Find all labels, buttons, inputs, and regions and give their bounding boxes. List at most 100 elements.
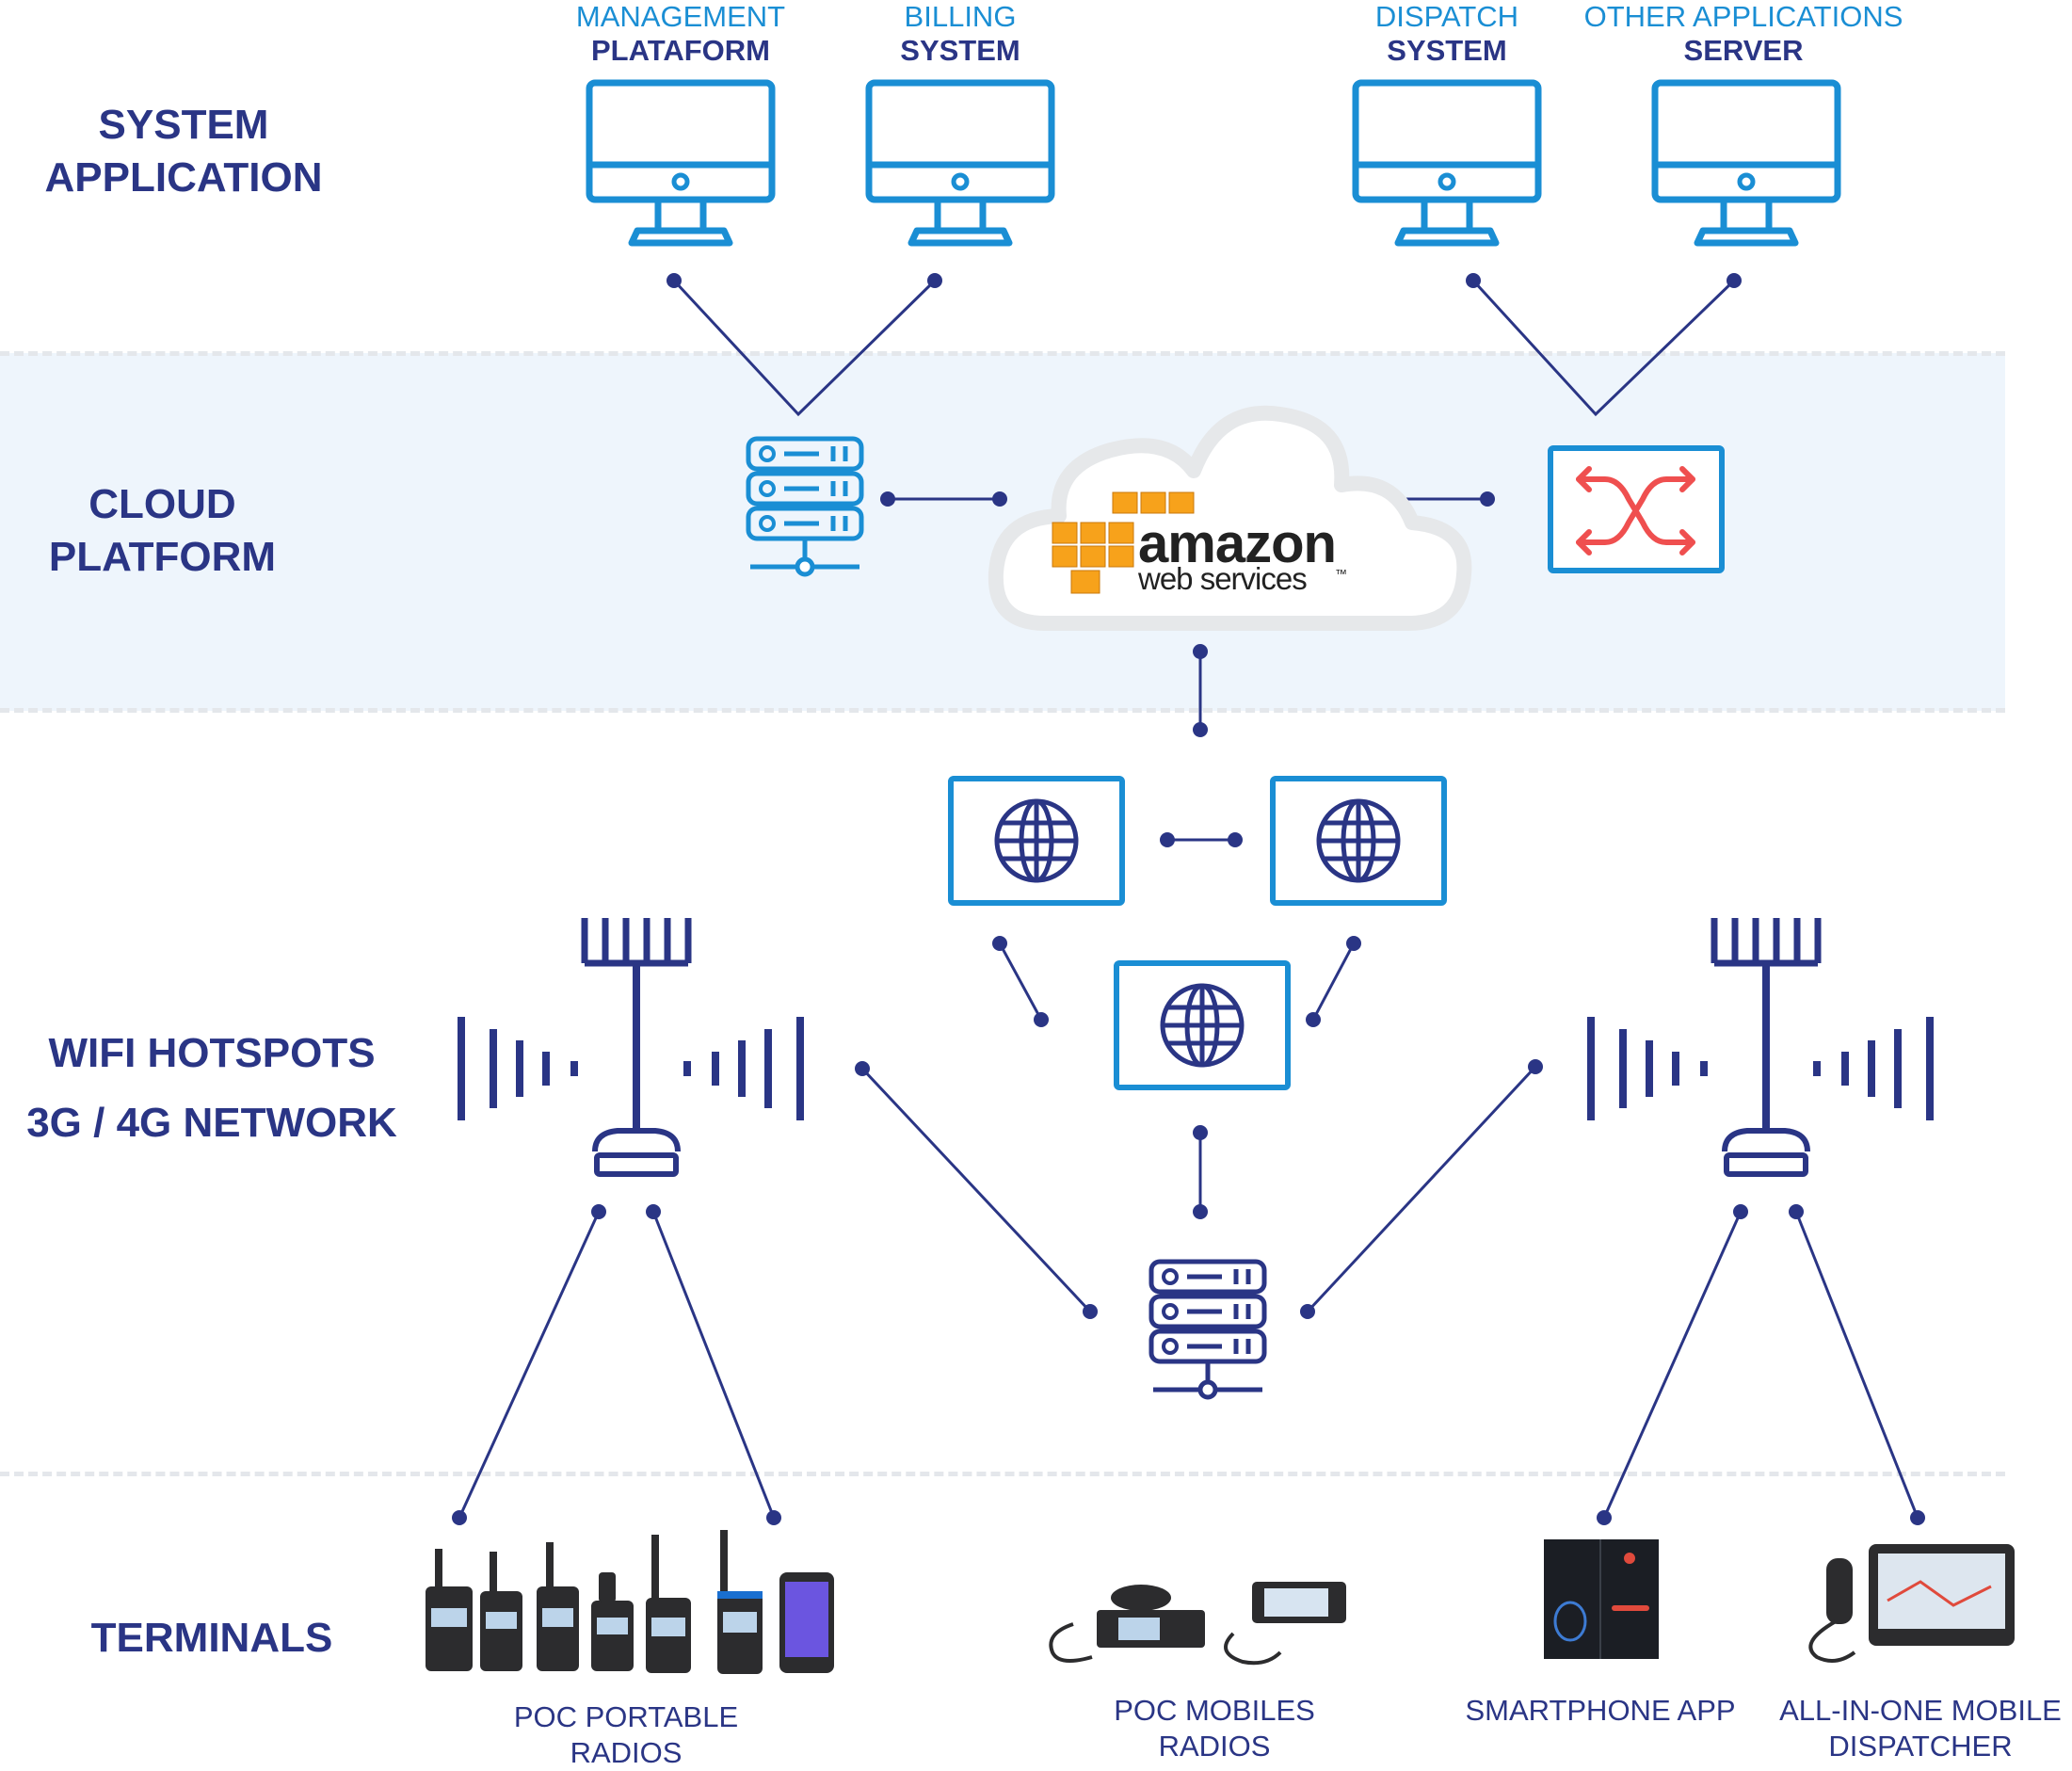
- connector-dot: [1083, 1304, 1098, 1319]
- section-label-line: SYSTEM: [98, 102, 269, 148]
- terminal-label-smartphone-app: SMARTPHONE APP: [1445, 1693, 1756, 1729]
- app-label-line: SYSTEM: [900, 34, 1020, 67]
- terminal-label-line: RADIOS: [1158, 1730, 1271, 1763]
- signal-waves-icon: [461, 1017, 574, 1120]
- aws-logo-cubes: [1052, 491, 1195, 594]
- terminal-label-line: POC MOBILES: [1114, 1694, 1315, 1727]
- connector-dot: [1480, 491, 1495, 507]
- cloud-icon: amazon web services ™: [988, 405, 1472, 631]
- device-photo-mobile-radios: [1049, 1582, 1346, 1666]
- connector: [1602, 1211, 1743, 1519]
- connector-dot: [1300, 1304, 1315, 1319]
- connector: [651, 1211, 776, 1519]
- app-label-line: SYSTEM: [1387, 34, 1507, 67]
- connector-dot: [646, 1204, 661, 1219]
- section-label-system-application: SYSTEM APPLICATION: [19, 99, 348, 204]
- section-label-line: APPLICATION: [44, 154, 323, 201]
- device-photo-all-in-one-dispatcher: [1808, 1544, 2015, 1663]
- terminal-label-line: ALL-IN-ONE MOBILE: [1779, 1694, 2062, 1727]
- connector-dot: [1346, 936, 1361, 951]
- monitor-icon: [589, 83, 772, 243]
- app-label-line: OTHER APPLICATIONS: [1583, 0, 1903, 33]
- section-label-line: CLOUD: [88, 481, 236, 527]
- connectors: [458, 279, 1919, 1519]
- separator-bottom: [0, 1472, 2005, 1476]
- connector: [1311, 942, 1356, 1021]
- globe-node-center: [1114, 960, 1291, 1090]
- device-photo-portable-radios: [426, 1530, 834, 1674]
- signal-waves-icon: [1817, 1017, 1930, 1120]
- antenna-tower-icon: [1714, 918, 1818, 1174]
- server-icon: [1151, 1262, 1264, 1397]
- connector-dot: [992, 936, 1007, 951]
- app-label-billing: BILLING SYSTEM: [810, 0, 1111, 68]
- connector-dot: [1160, 832, 1175, 847]
- section-label-line: WIFI HOTSPOTS: [48, 1030, 376, 1076]
- globe-icon: [1319, 801, 1398, 880]
- switch-icon: [1548, 445, 1725, 573]
- connector-dot: [591, 1204, 606, 1219]
- connector: [1471, 279, 1736, 417]
- app-label-line: BILLING: [904, 0, 1017, 33]
- app-label-management: MANAGEMENT PLATAFORM: [530, 0, 831, 68]
- monitor-icon: [1655, 83, 1838, 243]
- connector: [1306, 1065, 1537, 1313]
- antenna-tower-icon: [585, 918, 688, 1174]
- connector: [860, 1067, 1092, 1313]
- connector-dot: [1193, 1204, 1208, 1219]
- connector-dot: [1193, 1125, 1208, 1140]
- signal-waves-icon: [1591, 1017, 1704, 1120]
- connector-dot: [1597, 1510, 1612, 1525]
- section-label-cloud-platform: CLOUD PLATFORM: [19, 478, 306, 584]
- connector-dot: [880, 491, 895, 507]
- app-label-dispatch: DISPATCH SYSTEM: [1296, 0, 1598, 68]
- connector-dot: [855, 1061, 870, 1076]
- connector-dot: [992, 491, 1007, 507]
- terminal-label-line: DISPATCHER: [1828, 1730, 2013, 1763]
- connector-dot: [766, 1510, 781, 1525]
- aws-word-webservices: web services: [1137, 561, 1307, 596]
- terminal-label-line: POC PORTABLE: [513, 1700, 739, 1733]
- connector-dot: [1306, 1012, 1321, 1027]
- aws-trademark: ™: [1335, 567, 1347, 581]
- connector: [1794, 1211, 1919, 1519]
- connector-dot: [1727, 273, 1742, 288]
- terminal-label-poc-mobiles: POC MOBILES RADIOS: [1064, 1693, 1365, 1764]
- connector-dots: [452, 273, 1925, 1525]
- monitor-icon: [1356, 83, 1538, 243]
- monitor-icon: [869, 83, 1052, 243]
- connector: [458, 1211, 601, 1519]
- app-label-line: SERVER: [1683, 34, 1804, 67]
- app-label-other-applications: OTHER APPLICATIONS SERVER: [1555, 0, 1932, 68]
- aws-word-amazon: amazon: [1138, 513, 1336, 574]
- connector-dot: [1466, 273, 1481, 288]
- connector-dot: [1193, 722, 1208, 737]
- terminal-label-line: SMARTPHONE APP: [1465, 1694, 1736, 1727]
- server-icon: [748, 439, 861, 574]
- antenna-tower-right: [1591, 918, 1930, 1174]
- signal-waves-icon: [687, 1017, 800, 1120]
- app-label-line: DISPATCH: [1374, 0, 1519, 33]
- device-photo-smartphone-app: [1544, 1539, 1659, 1659]
- app-label-line: PLATAFORM: [591, 34, 770, 67]
- connector: [672, 279, 937, 417]
- connector-dot: [1193, 644, 1208, 659]
- globe-icon: [1163, 986, 1242, 1065]
- globe-node-right: [1270, 776, 1447, 906]
- section-label-network: WIFI HOTSPOTS 3G / 4G NETWORK: [9, 1019, 414, 1158]
- antenna-tower-left: [461, 918, 800, 1174]
- globe-icon: [997, 801, 1076, 880]
- section-label-terminals: TERMINALS: [56, 1612, 367, 1665]
- connector-dot: [1528, 1059, 1543, 1074]
- app-label-line: MANAGEMENT: [575, 0, 786, 33]
- connector-dot: [1789, 1204, 1804, 1219]
- connector-dot: [1228, 832, 1243, 847]
- connector-dot: [927, 273, 942, 288]
- connector-dot: [452, 1510, 467, 1525]
- connector: [998, 942, 1043, 1021]
- section-label-line: 3G / 4G NETWORK: [26, 1100, 397, 1146]
- connector-dot: [1910, 1510, 1925, 1525]
- connector-dot: [667, 273, 682, 288]
